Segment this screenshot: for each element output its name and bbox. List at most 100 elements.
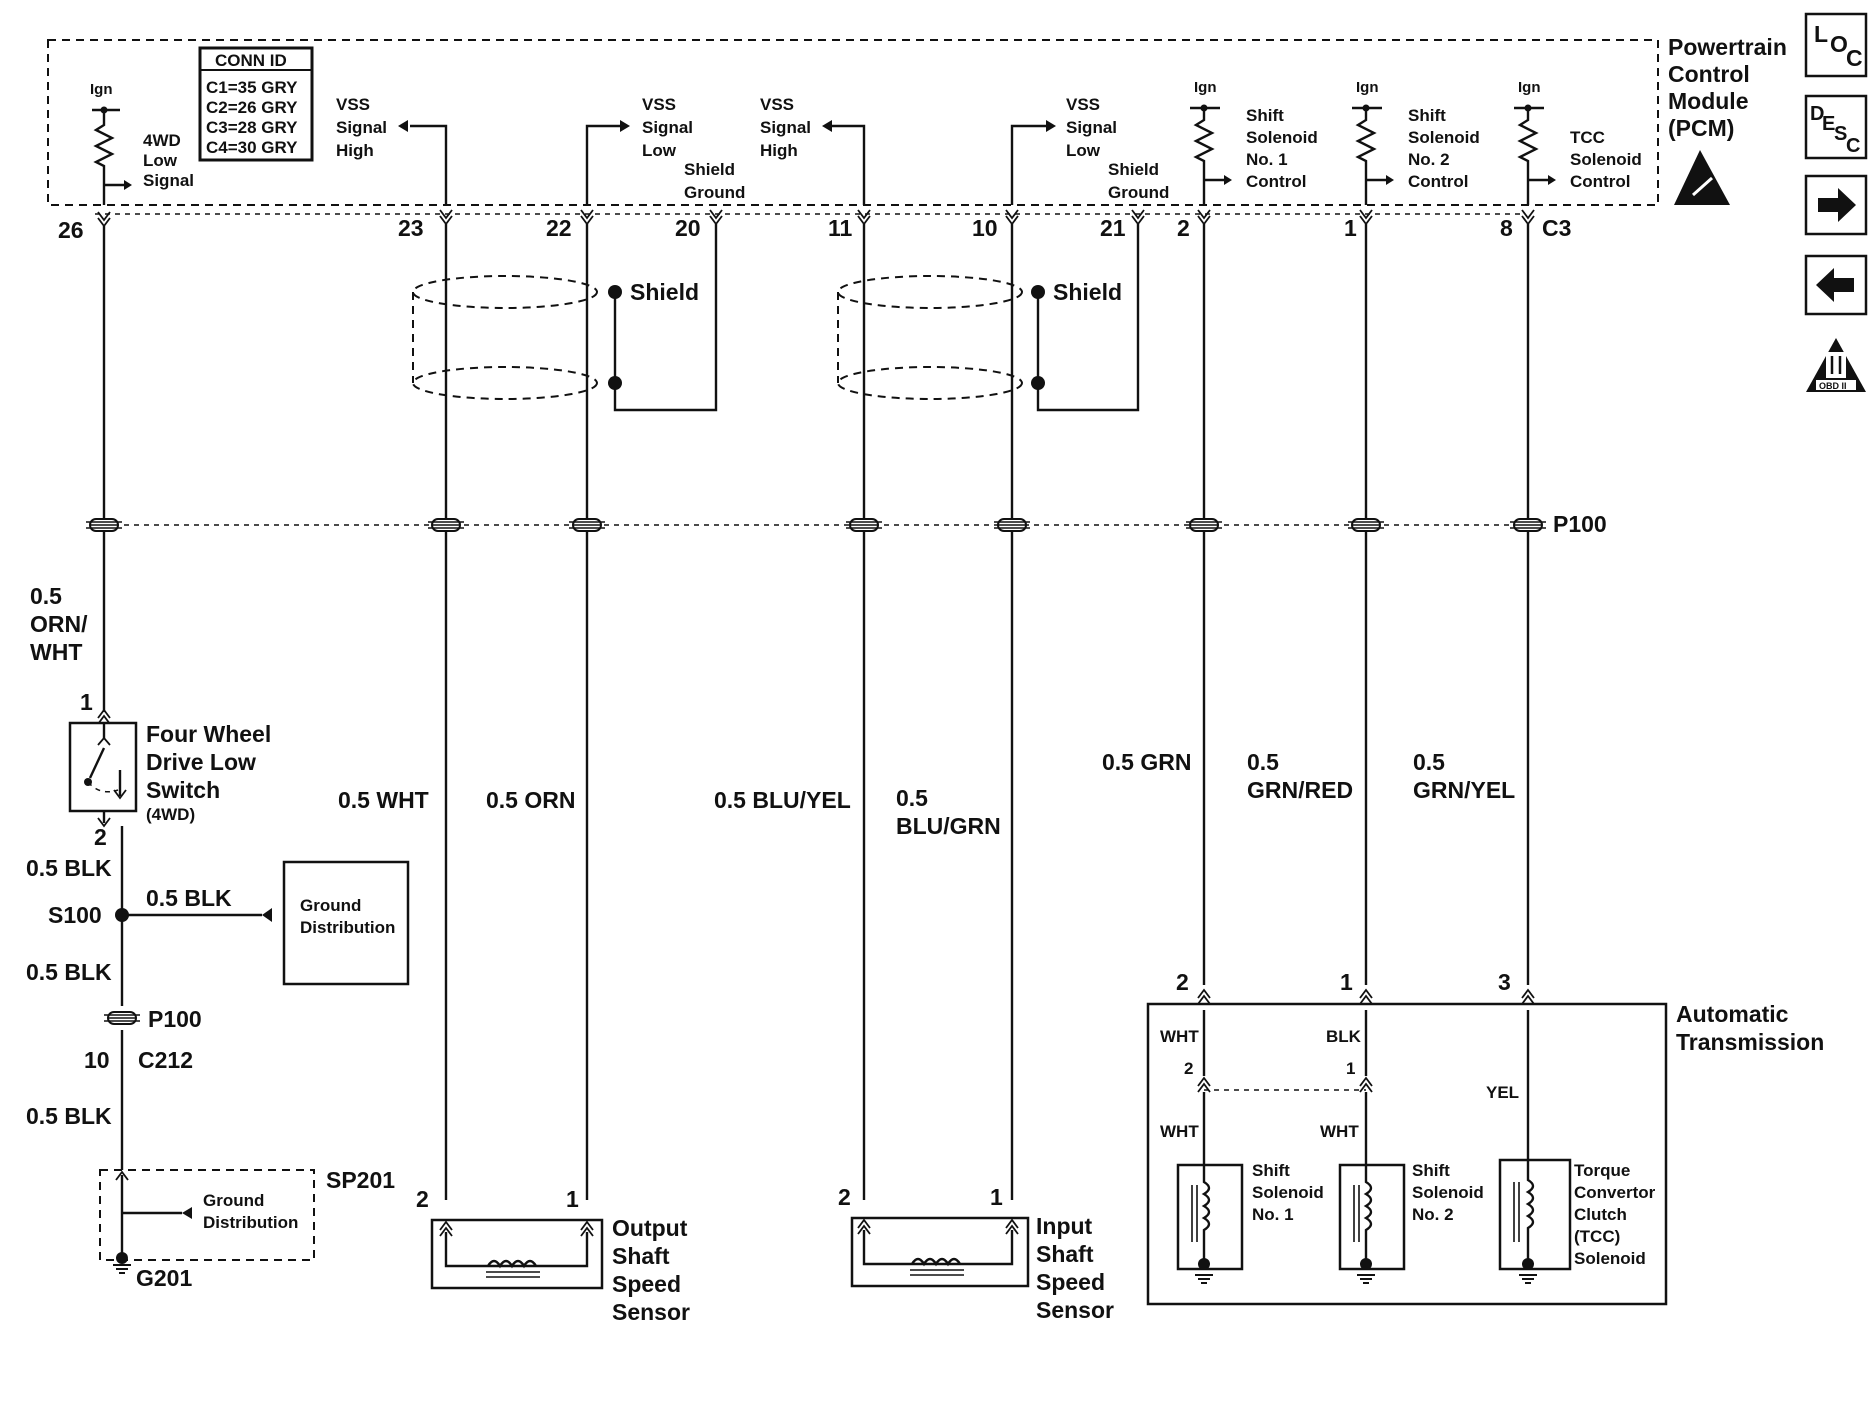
tcc-label-3: Clutch xyxy=(1574,1205,1627,1224)
loc-icon-l: L xyxy=(1814,21,1828,47)
label-shift1-c: No. 1 xyxy=(1246,150,1288,169)
next-arrow-button[interactable] xyxy=(1804,174,1868,236)
ign-label: Ign xyxy=(90,81,113,98)
oss-pin-2: 2 xyxy=(416,1186,429,1212)
label-high-3: High xyxy=(760,141,798,160)
loc-icon-c: C xyxy=(1846,45,1863,71)
trans-pin-3: 3 xyxy=(1498,969,1511,995)
nav-desc-button[interactable]: D E S C xyxy=(1804,94,1868,160)
ground-dist-1: Ground xyxy=(300,896,361,915)
s100-label: S100 xyxy=(48,902,102,928)
trans-color-blk: BLK xyxy=(1326,1027,1362,1046)
pin-23: 23 xyxy=(398,215,424,241)
ground-dist-2: Distribution xyxy=(300,918,395,937)
pcm-title-1: Powertrain xyxy=(1668,34,1787,60)
fwd-label-sub: (4WD) xyxy=(146,805,195,824)
tcc-label-5: Solenoid xyxy=(1574,1249,1646,1268)
circuit-shift-solenoid-2: Ign Shift Solenoid No. 2 Control 1 xyxy=(1344,79,1480,985)
wire-wht: 0.5 WHT xyxy=(338,787,429,813)
circuit-vss-output-high: VSS Signal High 23 xyxy=(336,95,453,1200)
conn-id-row-4: C4=30 GRY xyxy=(206,138,298,157)
iss-pin-1: 1 xyxy=(990,1184,1003,1210)
label-shield-2: Shield xyxy=(1108,160,1159,179)
ground-dist-sp-2: Distribution xyxy=(203,1213,298,1232)
label-shift2-a: Shift xyxy=(1408,106,1446,125)
wire-orn-wht-1: 0.5 xyxy=(30,583,62,609)
label-shift1-d: Control xyxy=(1246,172,1306,191)
label-shift2-c: No. 2 xyxy=(1408,150,1450,169)
sol2-label-2: Solenoid xyxy=(1412,1183,1484,1202)
wire-blu-yel: 0.5 BLU/YEL xyxy=(714,787,851,813)
label-vss-2: VSS xyxy=(642,95,676,114)
pcm-title-3: Module xyxy=(1668,88,1749,114)
trans-inner-pin-2: 2 xyxy=(1184,1059,1193,1078)
trans-inner-pin-1: 1 xyxy=(1346,1059,1355,1078)
conn-id-row-1: C1=35 GRY xyxy=(206,78,298,97)
ign-label-4: Ign xyxy=(1518,79,1541,96)
shift-solenoid-1-coil: Shift Solenoid No. 1 xyxy=(1176,1161,1324,1284)
wire-orn: 0.5 ORN xyxy=(486,787,575,813)
nav-loc-button[interactable]: L O C xyxy=(1804,12,1868,78)
prev-arrow-button[interactable] xyxy=(1804,254,1868,316)
obd-ii-button[interactable]: OBD II xyxy=(1806,338,1866,392)
trans-label-1: Automatic xyxy=(1676,1001,1789,1027)
label-shield-1: Shield xyxy=(684,160,735,179)
iss-pin-2: 2 xyxy=(838,1184,851,1210)
sp201-label: SP201 xyxy=(326,1167,395,1193)
trans-pin-1: 1 xyxy=(1340,969,1353,995)
label-tcc-b: Solenoid xyxy=(1570,150,1642,169)
ground-dist-sp-1: Ground xyxy=(203,1191,264,1210)
esd-warning-icon xyxy=(1674,150,1730,205)
trans-color-wht-3: WHT xyxy=(1320,1122,1359,1141)
label-low: Low xyxy=(143,151,178,170)
sol1-label-1: Shift xyxy=(1252,1161,1290,1180)
oss-label-4: Sensor xyxy=(612,1299,690,1325)
label-shift1-a: Shift xyxy=(1246,106,1284,125)
circuit-vss-input-high: VSS Signal High 11 xyxy=(760,95,871,1200)
pin-11: 11 xyxy=(828,215,853,241)
iss-label-3: Speed xyxy=(1036,1269,1105,1295)
tcc-solenoid-coil: Torque Convertor Clutch (TCC) Solenoid xyxy=(1498,1158,1656,1284)
oss-label-2: Shaft xyxy=(612,1243,670,1269)
label-signal-1: Signal xyxy=(336,118,387,137)
loc-icon-o: O xyxy=(1830,31,1848,57)
pin-22: 22 xyxy=(546,215,572,241)
p100-connector-row: P100 xyxy=(85,511,1607,537)
input-shaft-speed-sensor: 2 1 Input Shaft Speed Sensor xyxy=(838,1184,1114,1323)
oss-label-3: Speed xyxy=(612,1271,681,1297)
conn-id-table: CONN ID C1=35 GRY C2=26 GRY C3=28 GRY C4… xyxy=(198,46,314,162)
shield-label-1: Shield xyxy=(630,279,699,305)
oss-pin-1: 1 xyxy=(566,1186,579,1212)
pin-21: 21 xyxy=(1100,215,1126,241)
label-shift2-b: Solenoid xyxy=(1408,128,1480,147)
p100-label-bottom: P100 xyxy=(148,1006,202,1032)
desc-icon-d: D xyxy=(1810,103,1824,125)
desc-icon-e: E xyxy=(1822,113,1835,135)
label-tcc-c: Control xyxy=(1570,172,1630,191)
label-low-2: Low xyxy=(642,141,677,160)
label-4wd: 4WD xyxy=(143,131,181,150)
tcc-label-1: Torque xyxy=(1574,1161,1630,1180)
arrow-left-icon xyxy=(1816,268,1854,302)
arrow-right-icon xyxy=(1818,188,1856,222)
trans-color-wht-1: WHT xyxy=(1160,1027,1199,1046)
wire-grn-yel-1: 0.5 xyxy=(1413,749,1445,775)
sol1-label-2: Solenoid xyxy=(1252,1183,1324,1202)
pin-1: 1 xyxy=(1344,215,1357,241)
g201-label: G201 xyxy=(136,1265,192,1291)
pin-20: 20 xyxy=(675,215,701,241)
shift-solenoid-2-coil: Shift Solenoid No. 2 xyxy=(1338,1161,1484,1284)
label-vss-3: VSS xyxy=(760,95,794,114)
iss-label-1: Input xyxy=(1036,1213,1093,1239)
wire-blk-3: 0.5 BLK xyxy=(26,959,112,985)
pin-2: 2 xyxy=(1177,215,1190,241)
label-tcc-a: TCC xyxy=(1570,128,1605,147)
label-low-4: Low xyxy=(1066,141,1101,160)
label-high-1: High xyxy=(336,141,374,160)
fwd-label-1: Four Wheel xyxy=(146,721,271,747)
label-ground-1: Ground xyxy=(684,183,745,202)
label-vss-4: VSS xyxy=(1066,95,1100,114)
ign-label-2: Ign xyxy=(1194,79,1217,96)
wire-labels: 0.5 ORN/ WHT 0.5 WHT 0.5 ORN 0.5 BLU/YEL… xyxy=(30,583,1515,839)
tcc-label-2: Convertor xyxy=(1574,1183,1656,1202)
